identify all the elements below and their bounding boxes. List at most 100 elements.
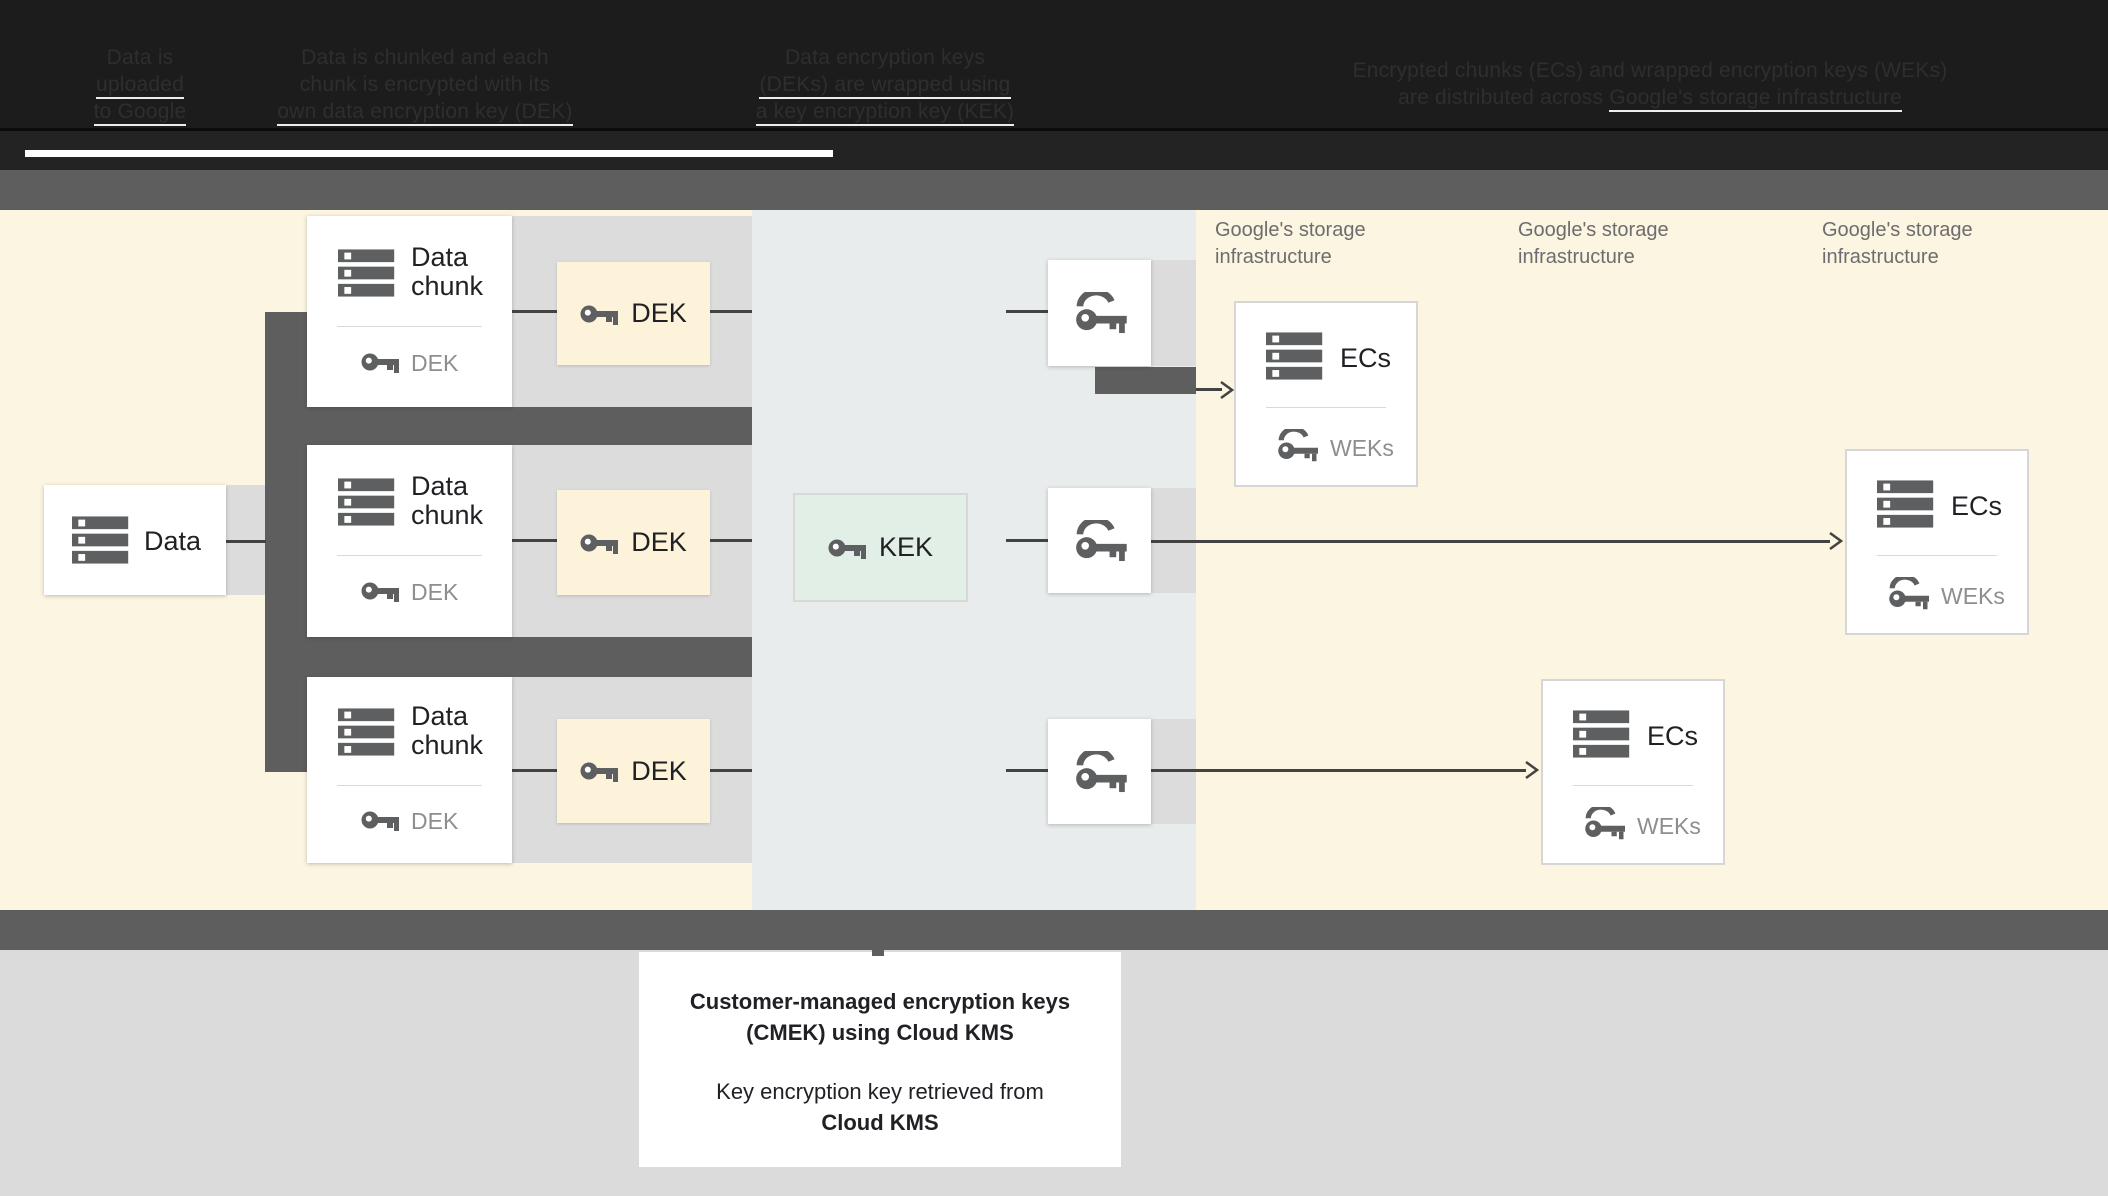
storage-label-1-line-2: infrastructure — [1215, 246, 1332, 268]
arrow-line-ec2 — [1150, 540, 1830, 543]
dek-box-1-label: DEK — [631, 298, 687, 328]
header-divider — [0, 128, 2108, 131]
connector-dek2-out — [710, 539, 752, 542]
data-chunk-box-1: Data chunk DEK — [307, 216, 512, 407]
connector-key1-in — [1006, 310, 1048, 313]
ec-box-1: ECs WEKs — [1234, 301, 1418, 487]
step-3-line-2[interactable]: (DEKs) are wrapped using — [759, 73, 1011, 99]
connector-data-trunk — [226, 540, 266, 543]
caption-line-2: (CMEK) using Cloud KMS — [746, 1020, 1014, 1045]
key-swoosh-icon — [1073, 292, 1127, 334]
chunk-2-title-line-2: chunk — [411, 500, 484, 530]
dek-box-3-label: DEK — [631, 755, 687, 786]
key-icon — [361, 582, 399, 602]
chunk-3-title-line-1: Data — [411, 701, 469, 731]
chunk-divider — [337, 326, 482, 327]
ec-box-1-label: ECs — [1340, 343, 1392, 373]
ec-box-2-wek-label: WEKs — [1941, 583, 2005, 609]
caption-box: Customer-managed encryption keys (CMEK) … — [639, 952, 1121, 1167]
chunk-3-dek-label: DEK — [411, 808, 459, 834]
connector-dek3-out — [710, 769, 752, 772]
caption-connector-notch — [872, 948, 884, 956]
dek-box-2: DEK — [557, 490, 710, 595]
stack-icon — [338, 478, 395, 526]
ec-box-1-wek-label: WEKs — [1330, 435, 1394, 461]
ec-box-3: ECs WEKs — [1541, 679, 1725, 865]
trunk-bar-2 — [265, 637, 752, 677]
storage-label-3-line-1: Google's storage — [1822, 219, 1973, 241]
stack-icon — [1573, 710, 1630, 758]
chunk-2-dek-label: DEK — [411, 579, 459, 605]
ec-box-3-wek-label: WEKs — [1637, 813, 1701, 839]
storage-label-1-line-1: Google's storage — [1215, 219, 1366, 241]
data-chunk-box-2: Data chunk DEK — [307, 445, 512, 637]
key-icon — [580, 305, 619, 325]
connector-chunk1-dek1 — [512, 310, 557, 313]
kek-box-label: KEK — [878, 532, 934, 562]
key-icon — [580, 534, 619, 554]
caption-line-1: Customer-managed encryption keys — [689, 989, 1071, 1014]
header-step-4: Encrypted chunks (ECs) and wrapped encry… — [1295, 57, 2005, 112]
step-4-storage-link[interactable]: Google's storage infrastructure — [1609, 86, 1902, 112]
arrowhead-icon — [1220, 381, 1234, 399]
caption-line-4: Cloud KMS — [821, 1110, 939, 1135]
data-box-label: Data — [144, 526, 202, 556]
connector-dek1-out — [710, 310, 752, 313]
key-icon — [580, 762, 619, 782]
storage-label-3: Google's storage infrastructure — [1822, 217, 1973, 271]
data-chunk-box-3: Data chunk DEK — [307, 677, 512, 863]
header-bar: Data is uploaded to Google Data is chunk… — [0, 0, 2108, 172]
arrow-line-ec1 — [1196, 388, 1222, 391]
chunk-1-title-line-2: chunk — [411, 271, 484, 301]
chunk-2-title-line-1: Data — [411, 471, 469, 501]
storage-label-2: Google's storage infrastructure — [1518, 217, 1669, 271]
top-section-bar — [0, 170, 2108, 210]
ec-box-2: ECs WEKs — [1845, 449, 2029, 635]
band-key-1 — [1148, 260, 1196, 366]
chunk-divider — [337, 555, 482, 556]
step-3-line-1: Data encryption keys — [784, 46, 986, 69]
connector-chunk3-dek3 — [512, 769, 557, 772]
arrowhead-icon — [1829, 532, 1843, 550]
stack-icon — [72, 516, 129, 564]
ec-divider — [1573, 785, 1693, 786]
data-box: Data — [44, 485, 226, 595]
ec-divider — [1877, 555, 1997, 556]
key-relay-box-1 — [1048, 260, 1151, 366]
step-1-line-3[interactable]: to Google — [93, 100, 187, 126]
storage-label-3-line-2: infrastructure — [1822, 246, 1939, 268]
header-step-1: Data is uploaded to Google — [55, 44, 225, 126]
key-swoosh-icon — [1073, 751, 1127, 793]
step-2-dek-link[interactable]: own data encryption key (DEK) — [277, 100, 573, 126]
step-2-line-2: chunk is encrypted with its — [299, 73, 551, 96]
storage-label-2-line-1: Google's storage — [1518, 219, 1669, 241]
header-step-3: Data encryption keys (DEKs) are wrapped … — [730, 44, 1040, 126]
step-4-line-2: are distributed across — [1398, 86, 1604, 109]
key-relay-box-3 — [1048, 719, 1151, 824]
dek-box-1: DEK — [557, 262, 710, 365]
trunk-vertical — [265, 312, 307, 772]
key-icon — [361, 811, 399, 831]
dek-box-2-label: DEK — [631, 527, 687, 557]
step-1-line-2[interactable]: uploaded — [95, 73, 185, 99]
chunk-1-title-line-1: Data — [411, 242, 469, 272]
chunk-divider — [337, 785, 482, 786]
step-3-kek-link[interactable]: a key encryption key (KEK) — [755, 100, 1015, 126]
stack-icon — [1877, 480, 1934, 528]
stack-icon — [1266, 332, 1323, 380]
connector-kek-key2 — [1006, 539, 1048, 542]
chunk-1-dek-label: DEK — [411, 350, 459, 376]
key-relay-box-2 — [1048, 488, 1151, 593]
ec-box-3-label: ECs — [1647, 721, 1699, 751]
storage-label-1: Google's storage infrastructure — [1215, 217, 1366, 271]
arrow-line-ec3 — [1151, 769, 1526, 772]
arrowhead-icon — [1525, 761, 1539, 779]
header-gap-strip — [25, 150, 833, 157]
caption-line-3: Key encryption key retrieved from — [716, 1079, 1044, 1104]
ec-divider — [1266, 407, 1386, 408]
key-icon — [828, 539, 866, 559]
header-step-2: Data is chunked and each chunk is encryp… — [265, 44, 585, 126]
stack-icon — [338, 249, 395, 297]
ec-box-2-label: ECs — [1951, 491, 2003, 521]
wrapped-key-bar — [1095, 367, 1196, 394]
